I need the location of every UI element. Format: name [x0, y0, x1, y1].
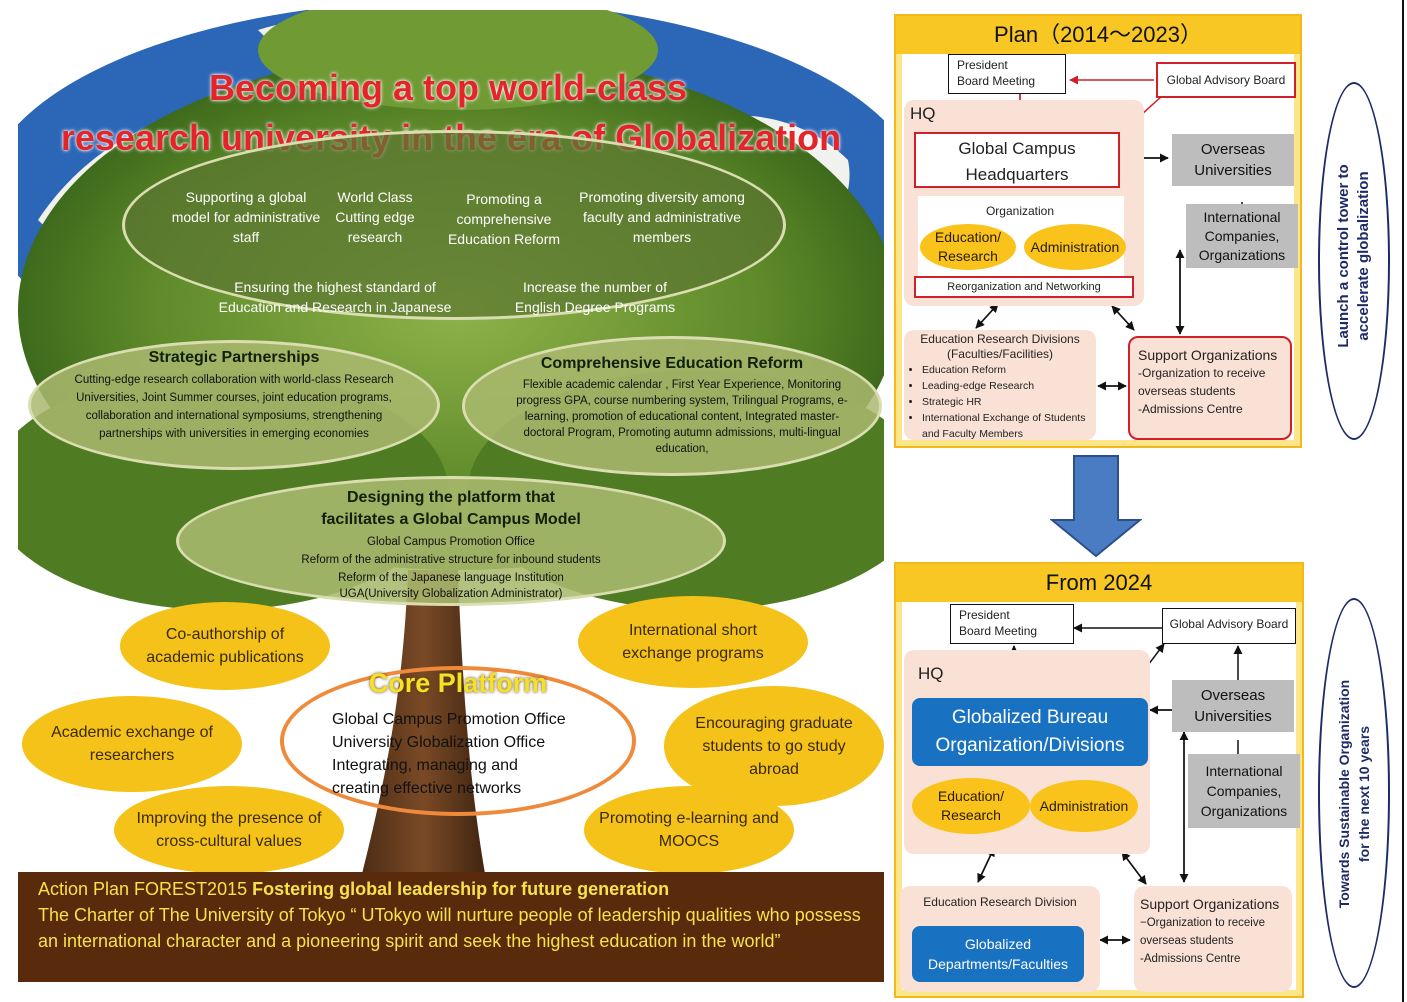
- side-text-top: Launch a control tower to accelerate glo…: [1335, 164, 1372, 348]
- from2024-title: From 2024: [896, 564, 1302, 602]
- platform-line: UGA(University Globalization Administrat…: [339, 588, 563, 600]
- plan-title: Plan（2014～2023）: [896, 16, 1300, 54]
- core-platform-title: Core Platform: [368, 668, 548, 698]
- transition-arrow: [1050, 455, 1142, 558]
- footer-banner: Action Plan FOREST2015 Fostering global …: [18, 872, 884, 982]
- plan-erd-box: Education Research Divisions (Faculties/…: [904, 330, 1096, 440]
- from2024-hq-label: HQ: [918, 664, 944, 683]
- strategic-body: Cutting-edge research collaboration with…: [74, 374, 394, 440]
- goal-highest-standard: Ensuring the highest standard of Educati…: [218, 279, 452, 315]
- strategic-partnerships-ellipse: Strategic Partnerships Cutting-edge rese…: [28, 340, 440, 470]
- plan-advisory-box: Global Advisory Board: [1156, 62, 1296, 98]
- platform-line: Global Campus Promotion Office: [367, 536, 535, 548]
- plan-support-box: Support Organizations -Organization to r…: [1128, 336, 1292, 440]
- headline-line1: Becoming a top world-class: [208, 67, 688, 108]
- poster: Becoming a top world-class research univ…: [18, 10, 884, 982]
- from2024-erd-title: Education Research Division: [923, 895, 1077, 909]
- plan-intl-box: International Companies, Organizations: [1186, 204, 1298, 268]
- bubble-coauthorship: Co-authorship of academic publications: [120, 602, 330, 690]
- education-reform-body: Flexible academic calendar , First Year …: [516, 379, 848, 455]
- plan-president-box: President Board Meeting: [948, 54, 1066, 94]
- from2024-president-box: President Board Meeting: [950, 604, 1074, 644]
- from2024-edu-research: Education/ Research: [912, 778, 1030, 834]
- core-platform-ring: [280, 666, 636, 816]
- bubble-intl-short: International short exchange programs: [578, 596, 808, 688]
- side-text-bottom: Towards Sustainable Organization for the…: [1336, 679, 1372, 909]
- from2024-support-box: Support Organizations −Organization to r…: [1134, 886, 1292, 992]
- from2024-globalized-departments: Globalized Departments/Faculties: [912, 926, 1084, 982]
- goal-diversity: Promoting diversity among faculty and ad…: [579, 189, 745, 245]
- top-goals-ellipse: Supporting a global model for administra…: [122, 130, 786, 320]
- bubble-cross-cultural: Improving the presence of cross-cultural…: [114, 786, 344, 874]
- from2024-bureau-box: Globalized Bureau Organization/Divisions: [912, 698, 1148, 766]
- from2024-intl-box: International Companies, Organizations: [1188, 754, 1300, 828]
- plan-reorg-box: Reorganization and Networking: [914, 276, 1134, 298]
- plan-edu-research: Education/ Research: [920, 224, 1016, 270]
- core-line: University Globalization Office: [332, 734, 546, 751]
- plan-administration: Administration: [1024, 224, 1126, 270]
- footer-action-plan: Action Plan FOREST2015 Fostering global …: [38, 879, 670, 899]
- plan-gch-box: Global Campus Headquarters: [914, 132, 1120, 188]
- core-line: Global Campus Promotion Office: [332, 711, 566, 728]
- strategic-title: Strategic Partnerships: [148, 349, 320, 366]
- platform-line: Reform of the Japanese language Institut…: [338, 572, 564, 584]
- bubble-academic-exchange: Academic exchange of researchers: [22, 696, 242, 792]
- plan-overseas-box: Overseas Universities: [1172, 134, 1294, 186]
- right-edge-line: [1402, 0, 1404, 1002]
- goal-english-programs: Increase the number of English Degree Pr…: [514, 279, 676, 315]
- goal-admin-staff: Supporting a global model for administra…: [171, 189, 321, 245]
- from2024-overseas-box: Overseas Universities: [1172, 680, 1294, 732]
- goal-education-reform: Promoting a comprehensive Education Refo…: [447, 191, 561, 247]
- bubble-elearning: Promoting e-learning and MOOCS: [584, 786, 794, 874]
- education-reform-title: Comprehensive Education Reform: [540, 355, 804, 372]
- from2024-advisory-box: Global Advisory Board: [1162, 608, 1296, 644]
- platform-line: Reform of the administrative structure f…: [301, 554, 601, 566]
- plan-organization-label: Organization: [985, 204, 1055, 218]
- plan-hq-label: HQ: [910, 104, 936, 123]
- goal-world-class: World Class Cutting edge research: [335, 189, 415, 245]
- side-oval-bottom: [1318, 598, 1390, 988]
- core-line: Integrating, managing and: [332, 757, 518, 774]
- plan-erd-list: Education Reform Leading-edge Research S…: [908, 362, 1092, 442]
- side-oval-top: [1318, 82, 1390, 440]
- platform-ellipse: Designing the platform that facilitates …: [176, 476, 726, 606]
- footer-charter: The Charter of The University of Tokyo “…: [38, 905, 861, 951]
- platform-title-line1: Designing the platform that: [347, 489, 555, 506]
- from2024-administration: Administration: [1030, 780, 1138, 832]
- platform-title-line2: facilitates a Global Campus Model: [321, 511, 581, 528]
- education-reform-ellipse: Comprehensive Education Reform Flexible …: [462, 336, 882, 476]
- core-line: creating effective networks: [332, 780, 522, 797]
